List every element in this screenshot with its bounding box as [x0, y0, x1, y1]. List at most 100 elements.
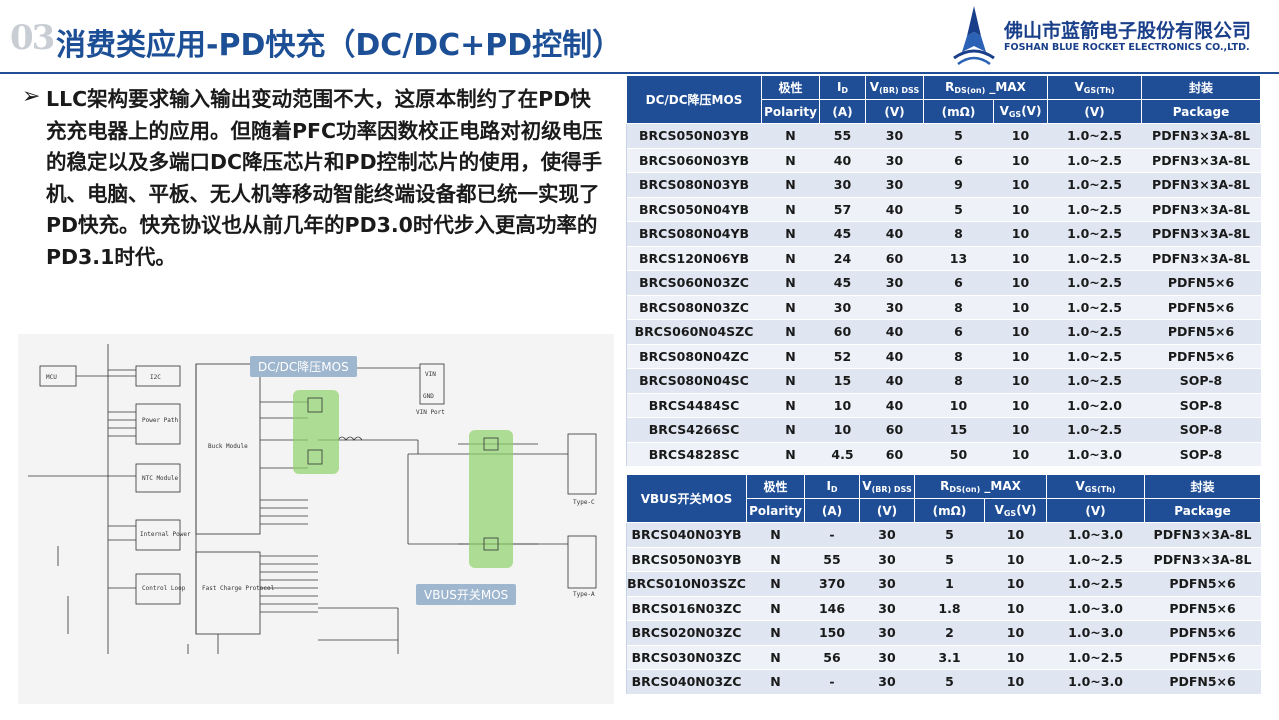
col-vgs: VGS(V) — [992, 99, 1049, 124]
dcdc-mos-table: DC/DC降压MOS 极性 ID V(BR) DSS RDS(on) _MAX … — [626, 75, 1262, 466]
table-cell: PDFN5×6 — [1144, 571, 1261, 596]
bullet-paragraph: LLC架构要求输入输出变动范围不大，这原本制约了在PD快充充电器上的应用。但随着… — [46, 87, 603, 269]
col-pkg-cn: 封装 — [1144, 474, 1262, 499]
table-cell: 1 — [914, 571, 985, 596]
table-cell: 30 — [859, 644, 915, 670]
label-control-loop: Control Loop — [142, 585, 186, 592]
table-cell: PDFN5×6 — [1141, 343, 1261, 369]
table-cell: - — [804, 669, 860, 694]
table-cell: 57 — [819, 196, 866, 222]
col-polarity-cn: 极性 — [761, 75, 820, 100]
table-cell: N — [746, 571, 805, 596]
table-cell: 30 — [859, 546, 915, 572]
table-cell: 56 — [804, 644, 860, 670]
company-logo: 佛山市蓝箭电子股份有限公司 FOSHAN BLUE ROCKET ELECTRO… — [948, 4, 1268, 70]
col-vth-unit: (V) — [1047, 99, 1143, 124]
rocket-logo-icon — [953, 6, 995, 66]
table-cell: 60 — [819, 319, 866, 344]
table-cell: 1.8 — [914, 595, 985, 621]
table-cell: 4.5 — [819, 441, 866, 466]
table-cell: 8 — [923, 343, 994, 369]
table-cell: N — [746, 522, 805, 547]
table-cell: 150 — [804, 620, 860, 645]
table-cell: 1.0~2.5 — [1047, 368, 1142, 393]
table-cell: 55 — [819, 123, 866, 148]
label-vin: VIN — [425, 371, 436, 378]
table-cell: 6 — [923, 147, 994, 173]
table-cell: SOP-8 — [1141, 417, 1261, 442]
table-cell: PDFN3×3A-8L — [1141, 196, 1261, 222]
part-number-cell: BRCS060N03ZC — [626, 270, 762, 295]
part-number-cell: BRCS080N03ZC — [626, 294, 762, 320]
table-cell: 24 — [819, 245, 866, 271]
label-fast-charge: Fast Charge Protocol — [202, 585, 275, 592]
table-cell: 10 — [993, 368, 1048, 393]
table-cell: 40 — [865, 343, 924, 369]
table-cell: 10 — [993, 196, 1048, 222]
table-cell: 30 — [859, 571, 915, 596]
col-vth: VGS(Th) — [1046, 474, 1146, 499]
table-cell: N — [761, 270, 820, 295]
table-cell: 30 — [819, 172, 866, 197]
table-cell: 40 — [865, 221, 924, 246]
table-cell: PDFN3×3A-8L — [1141, 147, 1261, 173]
table-cell: 1.0~2.5 — [1047, 417, 1142, 442]
col-model: DC/DC降压MOS — [626, 75, 762, 124]
table-cell: 30 — [865, 172, 924, 197]
table-cell: 30 — [859, 522, 915, 547]
table-cell: 30 — [859, 595, 915, 621]
label-typec: Type-C — [573, 499, 595, 506]
table-cell: 146 — [804, 595, 860, 621]
col-vds: V(BR) DSS — [859, 474, 915, 499]
part-number-cell: BRCS4484SC — [626, 392, 762, 418]
table-cell: 1.0~2.5 — [1047, 343, 1142, 369]
table-cell: 10 — [984, 546, 1047, 572]
table-cell: N — [746, 669, 805, 694]
table-cell: 8 — [923, 294, 994, 320]
table-cell: 1.0~2.5 — [1047, 270, 1142, 295]
table-cell: - — [804, 522, 860, 547]
table-cell: 8 — [923, 221, 994, 246]
table-cell: 5 — [914, 669, 985, 694]
header-bar: 03 消费类应用-PD快充（DC/DC+PD控制） 佛山市蓝箭电子股份有限公司 … — [0, 0, 1279, 76]
table-cell: N — [746, 644, 805, 670]
col-id: ID — [804, 474, 860, 499]
col-pkg-cn: 封装 — [1141, 75, 1262, 100]
table-cell: 55 — [804, 546, 860, 572]
table-cell: 1.0~2.5 — [1047, 294, 1142, 320]
col-pkg-en: Package — [1141, 99, 1262, 124]
table-cell: 1.0~2.5 — [1047, 147, 1142, 173]
table-cell: 9 — [923, 172, 994, 197]
col-polarity-en: Polarity — [746, 498, 805, 523]
table-cell: 1.0~2.5 — [1047, 172, 1142, 197]
col-vds-unit: (V) — [865, 99, 924, 124]
table-cell: N — [761, 319, 820, 344]
table-cell: 1.0~2.5 — [1046, 644, 1145, 670]
part-number-cell: BRCS060N03YB — [626, 147, 762, 173]
col-vth-unit: (V) — [1046, 498, 1146, 523]
table-cell: PDFN5×6 — [1144, 595, 1261, 621]
col-rds: RDS(on) _MAX — [922, 75, 1049, 100]
table-cell: N — [761, 196, 820, 222]
table-cell: 60 — [865, 245, 924, 271]
table-cell: 10 — [984, 620, 1047, 645]
table-cell: 45 — [819, 270, 866, 295]
table-cell: 5 — [914, 522, 985, 547]
table-cell: N — [761, 343, 820, 369]
table-cell: 10 — [984, 571, 1047, 596]
part-number-cell: BRCS040N03ZC — [626, 669, 747, 694]
col-rds-unit: (mΩ) — [914, 498, 985, 523]
table-cell: PDFN5×6 — [1141, 270, 1261, 295]
company-name-cn: 佛山市蓝箭电子股份有限公司 — [1004, 20, 1252, 42]
table-cell: 60 — [865, 417, 924, 442]
